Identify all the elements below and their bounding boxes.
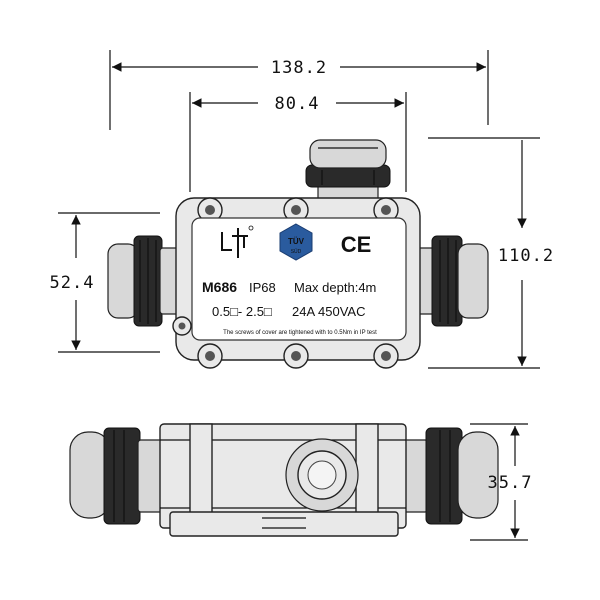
wire-range: 0.5□- 2.5□	[212, 304, 272, 319]
dimension-side-thickness: 35.7	[470, 423, 533, 541]
side-view	[69, 423, 499, 537]
top-cable-gland	[305, 139, 391, 211]
dimension-side-thickness-value: 35.7	[488, 473, 533, 493]
dimension-overall-width-value: 138.2	[271, 58, 327, 78]
dimension-overall-width: 138.2	[109, 50, 489, 130]
dimension-body-width-value: 80.4	[275, 94, 320, 114]
tuv-sud-certification-icon: TÜV SÜD	[279, 223, 313, 261]
torque-note: The screws of cover are tightened with t…	[223, 330, 377, 336]
label-plate	[191, 217, 407, 341]
dimension-overall-height: 110.2	[428, 137, 554, 369]
electrical-rating: 24A 450VAC	[292, 304, 365, 319]
dimension-body-height: 52.4	[50, 212, 160, 353]
dimension-overall-height-value: 110.2	[498, 246, 554, 266]
manufacturer-logo	[221, 225, 254, 258]
cert-bottom-text: SÜD	[291, 248, 302, 255]
ce-mark: CE	[341, 232, 372, 257]
left-cable-gland	[107, 235, 189, 327]
max-depth: Max depth:4m	[294, 280, 376, 295]
dimension-body-height-value: 52.4	[50, 273, 95, 293]
model-number: M686	[202, 279, 237, 295]
ip-rating: IP68	[249, 280, 276, 295]
top-view: TÜV SÜD CE M686 IP68 Max depth:4m 0.5□- …	[107, 139, 489, 369]
cert-top-text: TÜV	[288, 237, 305, 246]
dimension-body-width: 80.4	[189, 92, 407, 192]
